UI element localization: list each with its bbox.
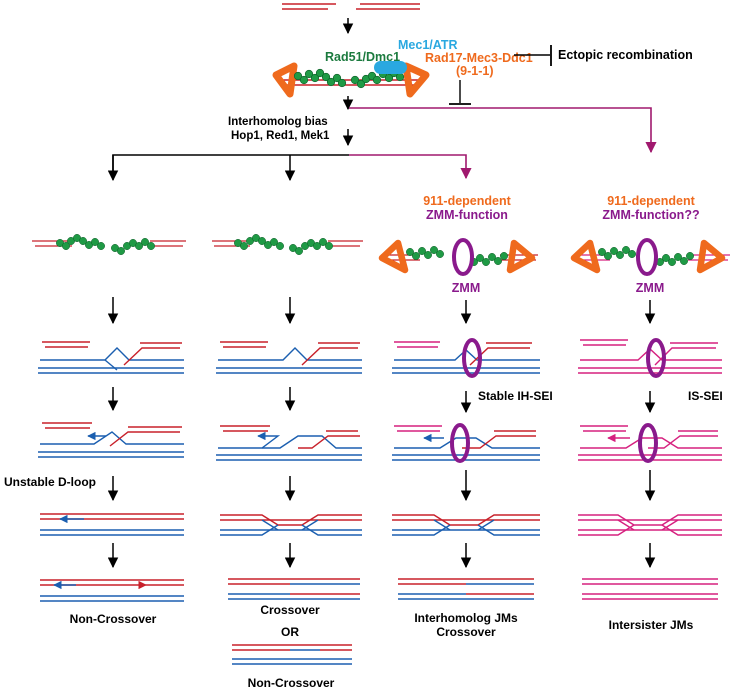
dsb-ends (282, 3, 420, 10)
branch-black (112, 154, 349, 178)
col1-product (40, 579, 184, 602)
col2-product-noncrossover (232, 644, 352, 665)
col1-invasion (38, 341, 184, 374)
col4-zmm-label: ZMM (636, 281, 664, 295)
interhomolog-bias-label: Interhomolog bias (228, 116, 328, 128)
col2-dhj (220, 514, 362, 536)
col4-header-zmm: ZMM-function?? (602, 208, 699, 222)
col2-crossover-label: Crossover (260, 603, 320, 617)
col4-extension (578, 423, 722, 463)
stable-ih-sei-label: Stable IH-SEI (478, 389, 553, 403)
col3-crossover-label: Crossover (436, 625, 496, 639)
col2-filament (212, 234, 363, 255)
branch-purple-col3 (349, 154, 472, 180)
col1-displaced (40, 513, 184, 536)
col3-interhomolog-jms-label: Interhomolog JMs (414, 611, 518, 625)
col2-product-crossover (228, 578, 360, 600)
mec1-atr-shape (374, 61, 407, 74)
col2-noncrossover-label: Non-Crossover (248, 676, 335, 690)
col4-invasion (578, 338, 722, 378)
col3-product (398, 578, 534, 600)
top-filament (272, 61, 430, 98)
col3-dhj (392, 514, 540, 536)
ectopic-recombination-label: Ectopic recombination (558, 48, 693, 62)
col3-zmm-ring (452, 238, 474, 276)
col4-zmm-ring (636, 238, 658, 276)
col3-header-zmm: ZMM-function (426, 208, 508, 222)
rad51-dmc1-label: Rad51/Dmc1 (325, 50, 400, 64)
step-arrows (107, 297, 656, 569)
col4-dhj (578, 514, 722, 536)
col3-filament (378, 238, 538, 276)
is-sei-label: IS-SEI (688, 389, 723, 403)
hop1-red1-mek1-label: Hop1, Red1, Mek1 (231, 130, 330, 142)
col4-product (582, 578, 718, 600)
col2-invasion (216, 341, 362, 374)
col1-extension (38, 422, 184, 458)
purple-path-col4 (349, 107, 657, 154)
col1-noncrossover-label: Non-Crossover (70, 612, 157, 626)
col4-header-911: 911-dependent (607, 194, 695, 208)
mec1-atr-label: Mec1/ATR (398, 38, 458, 52)
col3-zmm-label: ZMM (452, 281, 480, 295)
col2-or-label: OR (281, 625, 299, 639)
col1-filament (32, 234, 186, 255)
col2-extension (216, 425, 362, 461)
col4-intersister-jms-label: Intersister JMs (609, 618, 694, 632)
col3-header-911: 911-dependent (423, 194, 511, 208)
col3-extension (392, 423, 540, 463)
nine-one-one-label: (9-1-1) (456, 64, 494, 78)
unstable-d-loop-label: Unstable D-loop (4, 475, 96, 489)
col3-invasion (392, 338, 540, 378)
rad17-mec3-ddc1-label: Rad17-Mec3-Ddc1 (425, 51, 533, 65)
col4-filament (570, 238, 730, 276)
